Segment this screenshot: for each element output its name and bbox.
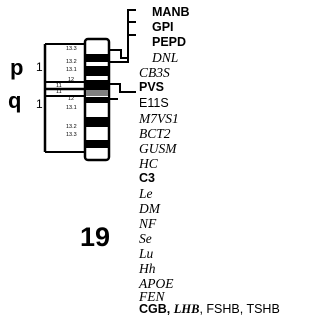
gene-segment: , — [166, 302, 174, 316]
gene-label: GPI — [152, 20, 174, 34]
gene-label: C3 — [139, 171, 155, 185]
gene-label: APOE — [139, 276, 174, 291]
gene-label: HC — [139, 156, 158, 171]
q-region-number: 1 — [36, 97, 43, 111]
q-arm-label: q — [8, 88, 22, 113]
band-label: 12 — [68, 77, 75, 83]
gene-label: GUSM — [139, 141, 177, 156]
p-region-number: 1 — [36, 60, 43, 74]
p-arm-label: p — [10, 55, 24, 80]
gene-segment: , FSHB, TSHB — [199, 302, 280, 316]
band-label: 13.3 — [66, 46, 77, 52]
gene-label: PEPD — [152, 35, 187, 49]
heterochromatin-hatch — [86, 90, 108, 97]
gene-label: PVS — [139, 80, 165, 94]
gene-last-line: CGB, LHB, FSHB, TSHB — [139, 303, 280, 316]
gene-label: BCT2 — [139, 126, 171, 141]
gene-label: Lu — [139, 246, 154, 261]
gene-label: DM — [139, 201, 160, 216]
band-label: 13.2 — [66, 124, 77, 130]
gene-label: M7VS1 — [139, 111, 179, 126]
band-p13.1-dark — [86, 66, 108, 76]
gene-label: FEN — [139, 289, 165, 304]
band-label: 11 — [56, 89, 62, 95]
band-label: 13.3 — [66, 132, 77, 138]
gene-segment: CGB — [139, 302, 167, 316]
gene-bracket-lines — [109, 9, 136, 100]
gene-label: DNL — [152, 50, 179, 65]
band-q13.4-dark — [86, 140, 108, 148]
chromosome-number: 19 — [80, 222, 111, 252]
gene-label: Se — [139, 231, 152, 246]
band-label: 12 — [68, 96, 75, 102]
gene-label: CB3S — [139, 65, 170, 80]
gene-label: Le — [139, 186, 153, 201]
band-label: 13.1 — [66, 67, 77, 73]
band-q13.2-dark — [86, 117, 108, 127]
gene-label: MANB — [152, 5, 190, 19]
band-p12-dark — [86, 80, 108, 86]
gene-segment: LHB — [173, 302, 200, 316]
band-p13.2-dark — [86, 54, 108, 62]
gene-label: Hh — [139, 261, 156, 276]
band-q12-dark — [86, 97, 108, 103]
centromere — [86, 86, 108, 90]
band-label: 13.2 — [66, 59, 77, 65]
band-label: 11 — [56, 83, 62, 89]
gene-label: E11S — [139, 96, 169, 110]
band-label: 13.1 — [66, 105, 77, 111]
gene-label: NF — [139, 216, 157, 231]
